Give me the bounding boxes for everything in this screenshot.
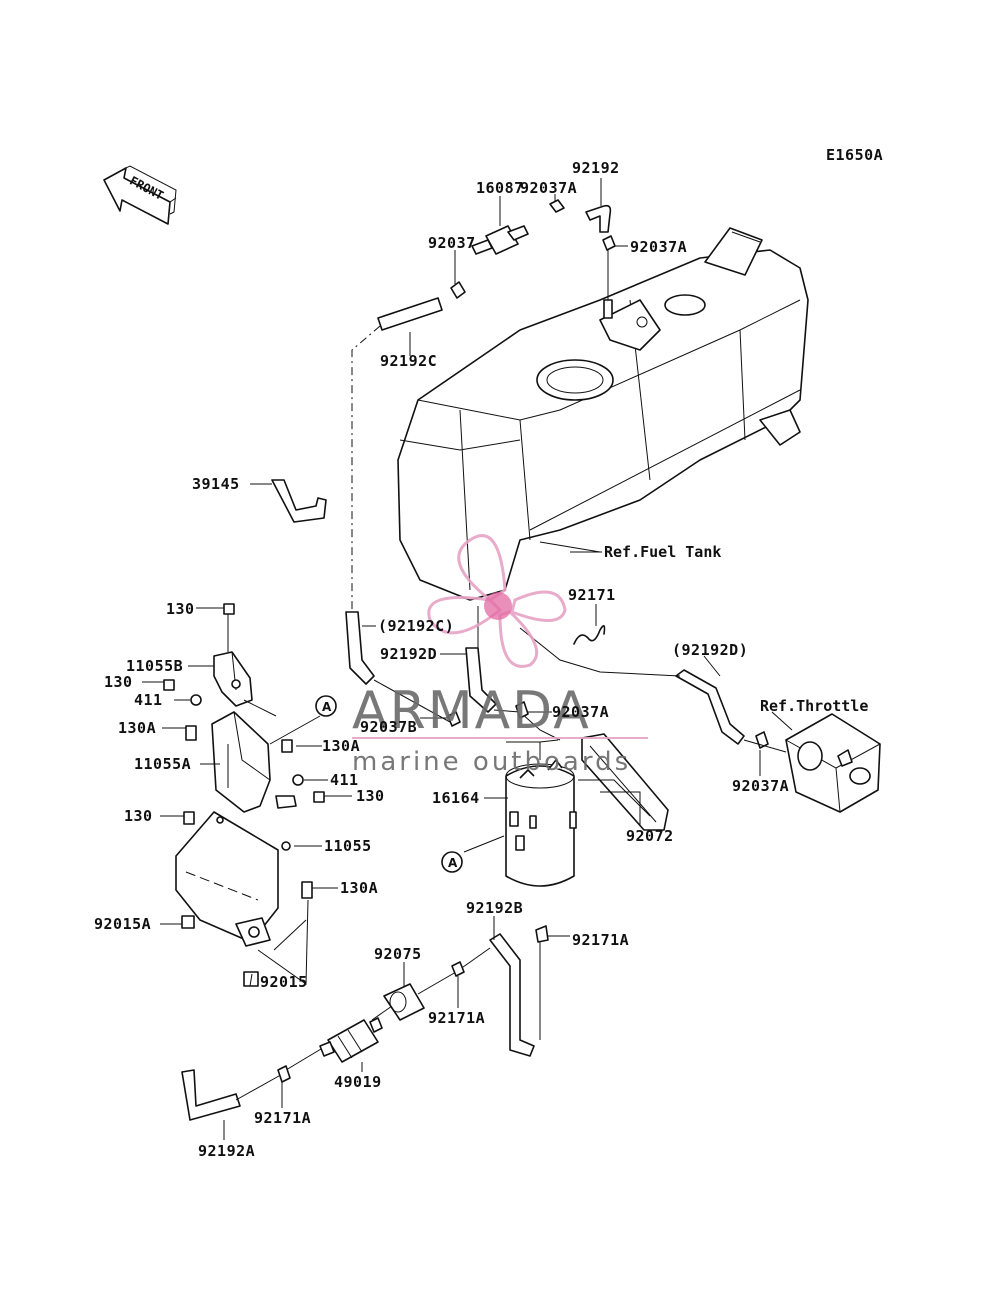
callout-92037A-top: 92037A [520,179,577,197]
mark-a-1-label: A [322,700,332,714]
diagram-code: E1650A [826,146,883,164]
callout-92037A-mid: 92037A [552,703,609,721]
mount-brackets [163,603,325,987]
washer-411-b [292,774,304,786]
callout-92171: 92171 [568,586,616,604]
washer-411-a [190,694,202,706]
callout-92171A-a: 92171A [572,931,629,949]
fuel-tank [397,227,809,601]
callout-130-a: 130 [166,600,195,618]
callout-130A-b: 130A [322,737,360,755]
callout-411-b: 411 [330,771,359,789]
clamp-92171A-c [277,1065,291,1083]
leader-lines [142,178,793,1140]
throttle-body [743,713,881,813]
callout-92192C: 92192C [380,352,437,370]
callout-92037A-right: 92037A [630,238,687,256]
front-arrow-icon: FRONT [103,165,177,225]
mark-a-2-label: A [448,856,458,870]
bolt-130-c [313,791,325,803]
fuel-filter [319,983,425,1063]
callout-92192C-paren: (92192C) [378,617,454,635]
bolt-130-a [223,603,235,615]
callout-92192: 92192 [572,159,620,177]
bolt-130A-b [281,739,293,753]
ref-fuel-tank: Ref.Fuel Tank [604,543,721,561]
nut-92015A [181,915,195,929]
clamp-92037 [450,281,466,299]
clamp-92037B [447,711,461,727]
canister [505,733,669,887]
callout-130-c: 130 [356,787,385,805]
callout-92015: 92015 [260,973,308,991]
callout-92015A: 92015A [94,915,151,933]
callout-130A-c: 130A [340,879,378,897]
callout-92171A-b: 92171A [428,1009,485,1027]
ref-throttle: Ref.Throttle [760,697,868,715]
callout-92072: 92072 [626,827,674,845]
callout-92192D: 92192D [380,645,437,663]
callout-92037A-lower: 92037A [732,777,789,795]
callout-92192A: 92192A [198,1142,255,1160]
hose-lines [181,204,745,1121]
callout-92171A-c: 92171A [254,1109,311,1127]
callout-39145: 39145 [192,475,240,493]
callout-411-a: 411 [134,691,163,709]
callout-92192B: 92192B [466,899,523,917]
watermark-subtitle: marine outboards [352,747,631,777]
callout-16087: 16087 [476,179,524,197]
clamp-92037A-right [602,235,616,251]
callout-130-b: 130 [104,673,133,691]
callout-92037: 92037 [428,234,476,252]
callout-92037B: 92037B [360,718,417,736]
callout-130-d: 130 [124,807,153,825]
bolt-130-b [163,679,175,691]
clamp-92037A-top [549,199,565,213]
callout-92192D-paren: (92192D) [672,641,748,659]
callout-11055B: 11055B [126,657,183,675]
armada-watermark: ARMADA marine outboards [352,534,648,777]
callout-11055: 11055 [324,837,372,855]
callout-49019: 49019 [334,1073,382,1091]
front-label: FRONT [127,173,165,202]
propeller-logo-icon [427,534,567,668]
callout-130A-a: 130A [118,719,156,737]
mark-a-2: A [441,851,463,873]
bolt-130A-a [185,725,197,741]
callout-16164: 16164 [432,789,480,807]
clamp-92037A-mid [515,701,529,719]
watermark-title: ARMADA [352,681,591,741]
callout-11055A: 11055A [134,755,191,773]
mark-a-1: A [315,695,337,717]
bolt-130A-c [301,881,313,899]
bolt-130-d [183,811,195,825]
clamp-92171A-a [535,925,549,943]
callout-labels: 92192 92037A 16087 92037 92037A 92192C 3… [94,159,868,1160]
clamp-92171A-b [451,961,465,977]
callout-92075: 92075 [374,945,422,963]
